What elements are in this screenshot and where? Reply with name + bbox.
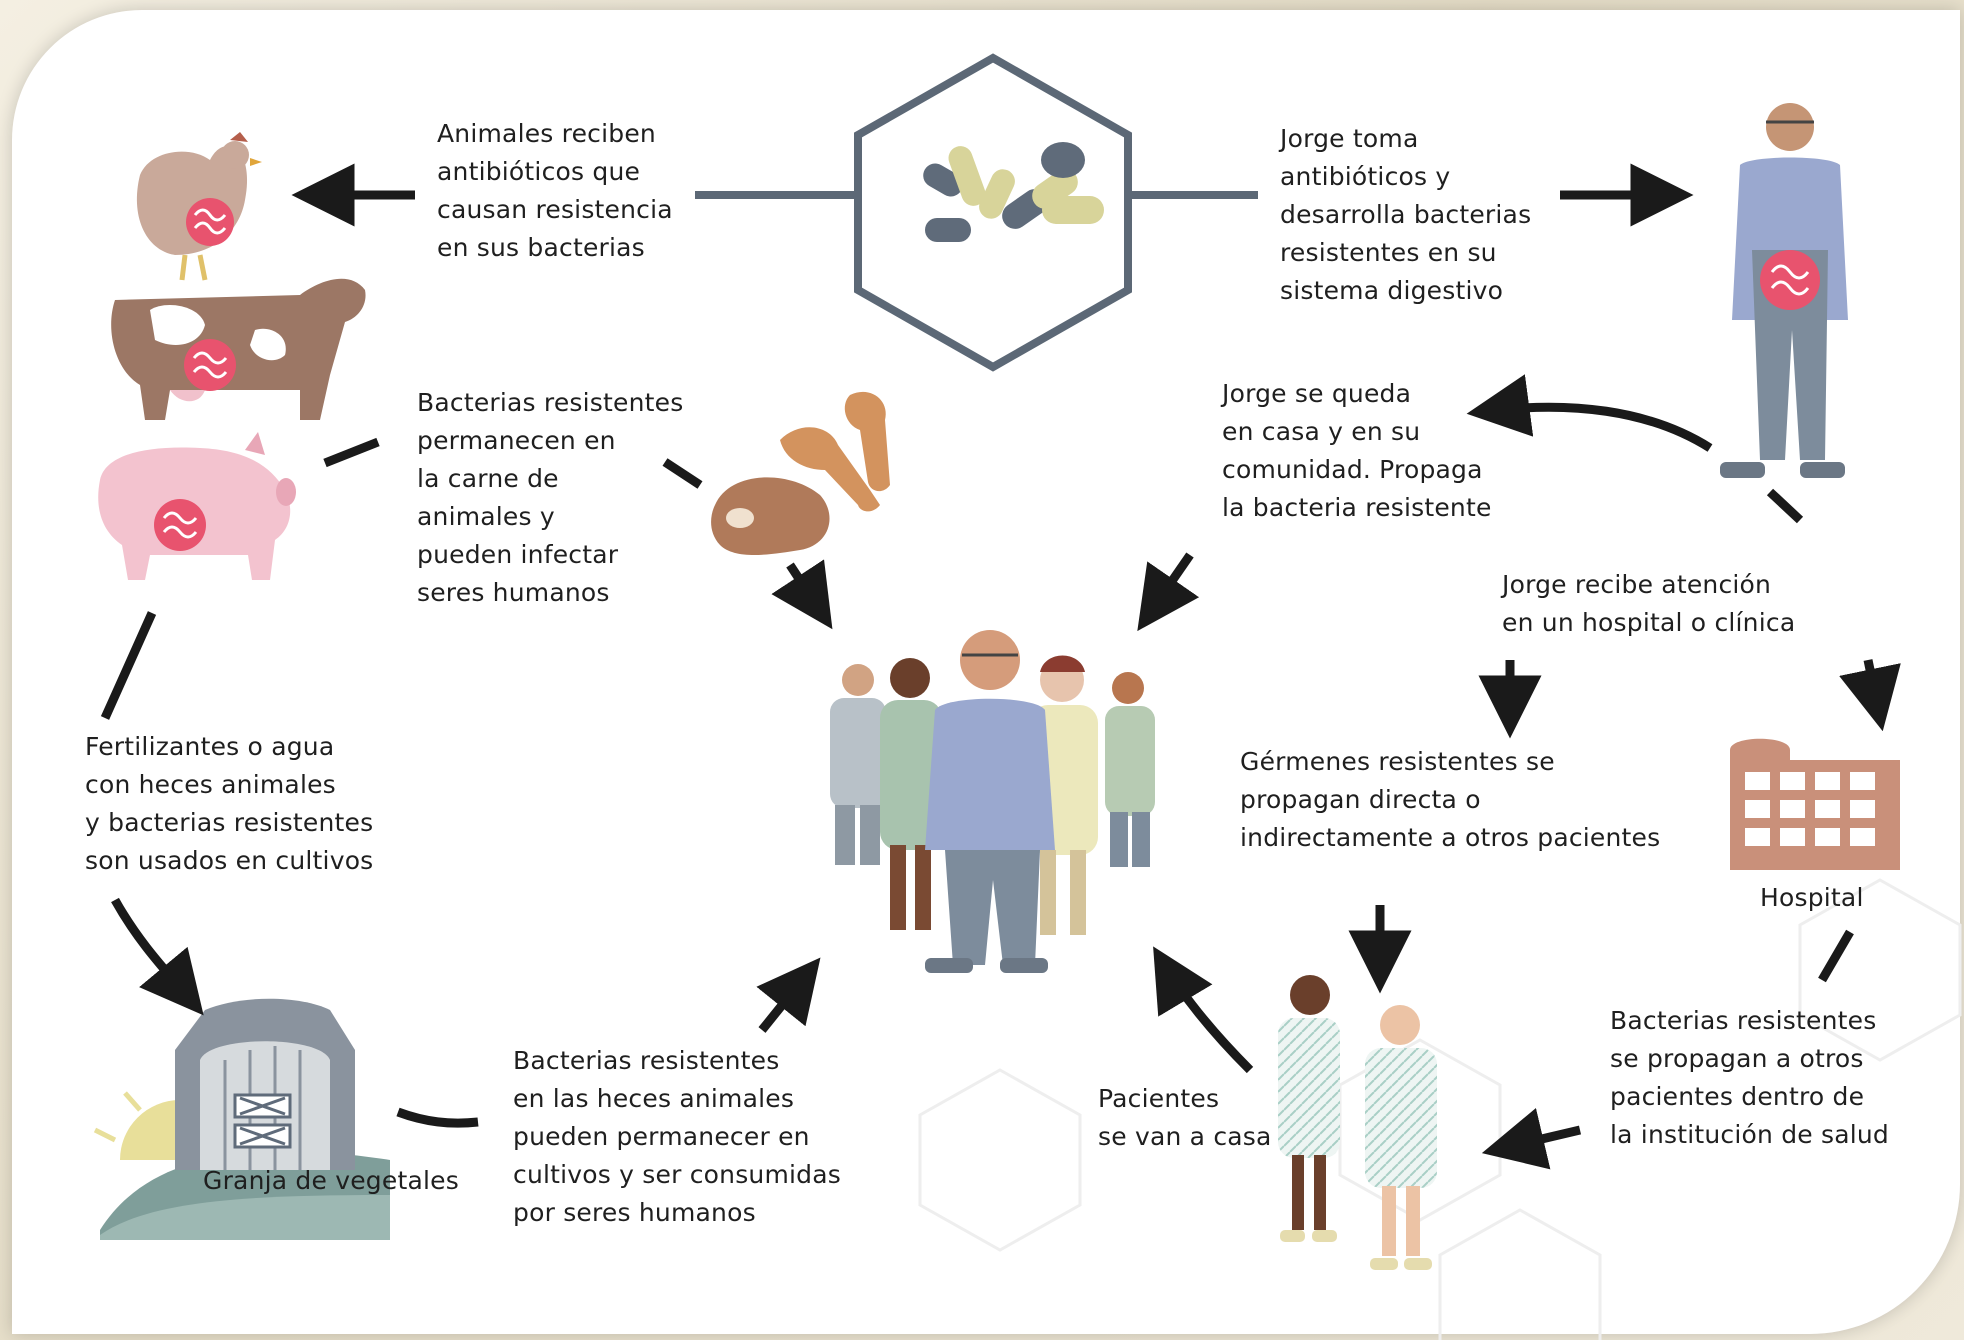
line-pig-to-fertilizer [100, 611, 157, 720]
label-germs-spread: Gérmenes resistentes se propagan directa… [1240, 747, 1661, 852]
hospital-icon [1730, 738, 1900, 870]
arrow-jorge-to-home [1466, 374, 1713, 452]
people-group-icon [830, 630, 1155, 973]
label-patients-home: Pacientes se van a casa [1098, 1084, 1272, 1151]
pig-icon [98, 432, 296, 580]
meat-icon [711, 391, 890, 555]
jorge-person-icon [1720, 103, 1848, 478]
arrow-to-hospital [1839, 659, 1901, 732]
label-jorge-takes: Jorge toma antibióticos y desarrolla bac… [1280, 124, 1532, 305]
line-meat-label-to-meat [662, 458, 703, 489]
arrow-institution-to-patients [1481, 1107, 1582, 1170]
label-jorge-hospital: Jorge recibe atención en un hospital o c… [1502, 570, 1796, 637]
line-animals-to-meat [323, 437, 380, 468]
patients-icon [1278, 975, 1437, 1270]
line-hospital-down [1818, 929, 1854, 983]
chicken-icon [136, 132, 262, 281]
label-crops-bacteria: Bacterias resistentes en las heces anima… [513, 1046, 841, 1227]
arrow-crops-to-people [756, 957, 821, 1033]
arrow-fertilizer-to-farm [111, 897, 204, 1016]
label-institution-spread: Bacterias resistentes se propagan a otro… [1610, 1006, 1890, 1149]
line-farm-to-crops [396, 1107, 479, 1128]
label-jorge-home: Jorge se queda en casa y en su comunidad… [1222, 379, 1492, 522]
arrow-meat-to-people [771, 559, 833, 630]
label-meat-bacteria: Bacterias resistentes permanecen en la c… [417, 388, 684, 607]
label-fertilizers: Fertilizantes o agua con heces animales … [85, 732, 374, 875]
barn-icon [93, 998, 390, 1240]
pills-hex-icon [854, 53, 1132, 372]
arrow-jorge-to-hospital-split [1766, 488, 1804, 524]
label-hospital: Hospital [1760, 883, 1864, 912]
arrow-patients-to-people [1153, 946, 1254, 1074]
label-farm: Granja de vegetales [203, 1166, 459, 1195]
cow-icon [111, 278, 366, 420]
label-animals-receive: Animales reciben antibióticos que causan… [437, 119, 673, 262]
arrow-home-to-people [1137, 552, 1200, 632]
flow-arrows [100, 163, 1901, 1170]
